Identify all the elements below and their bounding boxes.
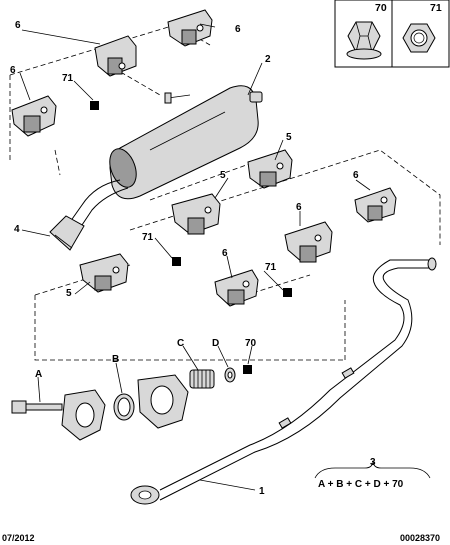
mount-5-left [79, 253, 129, 293]
callout-5: 5 [66, 288, 72, 299]
mount-5-right-top [247, 149, 293, 189]
mount-6-top-right [167, 9, 213, 47]
leader-lines [19, 23, 371, 491]
flange-plates [61, 374, 189, 441]
mount-6-lower [214, 269, 259, 307]
footer-date: 07/2012 [2, 533, 35, 543]
bolt-A [11, 400, 63, 414]
callout-6: 6 [10, 65, 16, 76]
callout-1: 1 [259, 486, 265, 497]
hex-nut-71-icon [402, 23, 436, 53]
mount-6-left [11, 95, 57, 137]
mount-6-middle [284, 221, 333, 263]
callout-6: 6 [353, 170, 359, 181]
callout-70-inset: 70 [375, 2, 387, 14]
nut-71-marker-center [172, 257, 181, 266]
tailpipe [49, 179, 129, 251]
callout-71: 71 [265, 262, 277, 273]
callout-2: 2 [265, 54, 271, 65]
callout-6: 6 [296, 202, 302, 213]
callout-D: D [212, 338, 219, 349]
formula-expression: A + B + C + D + 70 [318, 479, 404, 490]
mount-5-center [171, 193, 221, 235]
footer-code: 00028370 [400, 533, 440, 543]
callout-6: 6 [235, 24, 241, 35]
callout-6: 6 [15, 20, 21, 31]
callout-4: 4 [14, 224, 20, 235]
mount-6-top-left [94, 35, 137, 77]
callout-5: 5 [286, 132, 292, 143]
hex-nut-70-icon [346, 21, 382, 60]
callout-6: 6 [222, 248, 228, 259]
washer-D [224, 367, 236, 383]
spring-C [189, 369, 215, 389]
nut-71-marker-top [90, 101, 99, 110]
callout-B: B [112, 354, 119, 365]
callout-A: A [35, 369, 42, 380]
inset-panel: 70 71 [334, 0, 450, 68]
callout-71: 71 [142, 232, 154, 243]
kit-formula: 3 A + B + C + D + 70 [314, 457, 431, 490]
rear-silencer [109, 85, 263, 200]
gasket-ring-B [113, 393, 135, 421]
nut-71-marker-right [283, 288, 292, 297]
callout-5: 5 [220, 170, 226, 181]
callout-71-inset: 71 [430, 2, 442, 14]
callout-70: 70 [245, 338, 257, 349]
nut-70-marker [243, 365, 252, 374]
callout-71: 71 [62, 73, 74, 84]
intermediate-pipe [130, 257, 437, 505]
mount-6-right [354, 187, 397, 223]
callout-C: C [177, 338, 184, 349]
